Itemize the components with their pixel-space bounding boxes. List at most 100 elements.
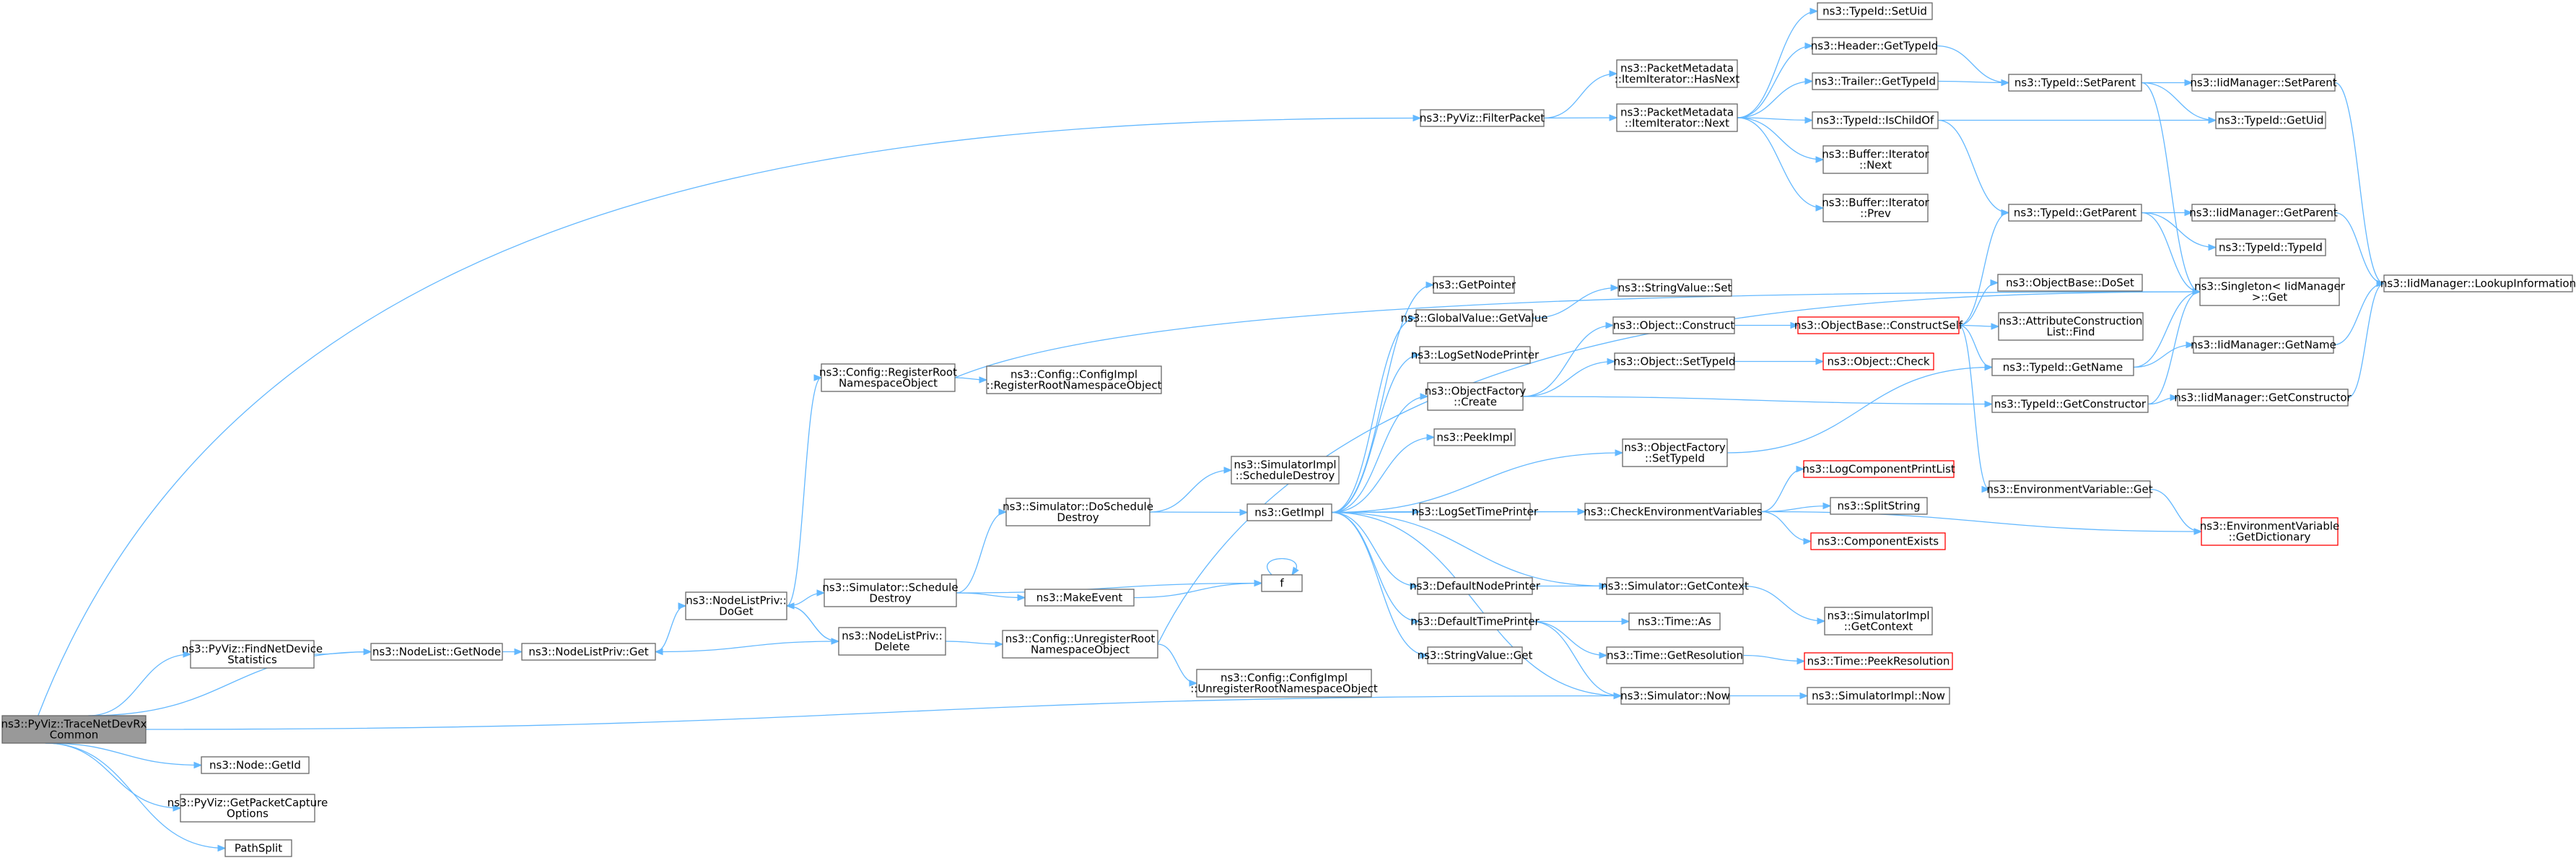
- node-envvar-getdictionary[interactable]: ns3::EnvironmentVariable::GetDictionary: [2200, 517, 2339, 546]
- edge-root-to-pathsplit: [45, 742, 226, 849]
- node-box: [1812, 37, 1937, 55]
- node-defaulttimeprinter[interactable]: ns3::DefaultTimePrinter: [1410, 612, 1540, 630]
- node-config-unregisterroot[interactable]: ns3::Config::UnregisterRootNamespaceObje…: [1002, 630, 1158, 659]
- node-simimpl-scheduledestroy[interactable]: ns3::SimulatorImpl::ScheduleDestroy: [1231, 456, 1340, 485]
- arrowhead: [1609, 114, 1618, 121]
- node-label: ns3::PyViz::FindNetDevice: [182, 643, 323, 656]
- node-iid-setparent[interactable]: ns3::IidManager::SetParent: [2190, 74, 2337, 92]
- edge-pyviz-findnetdev-to-nodelist-getnode: [313, 651, 372, 655]
- node-configimpl-unregisterroot[interactable]: ns3::Config::ConfigImpl::UnregisterRootN…: [1190, 669, 1378, 698]
- node-label: DoGet: [719, 605, 754, 618]
- arrowhead: [173, 805, 182, 812]
- node-iid-getparent[interactable]: ns3::IidManager::GetParent: [2189, 204, 2338, 222]
- edge-pm-next-to-buffer-next: [1737, 117, 1824, 160]
- node-logsettimeprinter[interactable]: ns3::LogSetTimePrinter: [1412, 503, 1539, 521]
- node-simimpl-getcontext[interactable]: ns3::SimulatorImpl::GetContext: [1824, 607, 1933, 636]
- node-buffer-next[interactable]: ns3::Buffer::Iterator::Next: [1822, 145, 1930, 174]
- node-buffer-prev[interactable]: ns3::Buffer::Iterator::Prev: [1822, 194, 1930, 222]
- node-nodelistpriv-get[interactable]: ns3::NodeListPriv::Get: [521, 643, 656, 661]
- node-sim-getcontext[interactable]: ns3::Simulator::GetContext: [1601, 577, 1749, 595]
- node-label: ns3::GlobalValue::GetValue: [1400, 312, 1547, 325]
- node-pm-hasnext[interactable]: ns3::PacketMetadata::ItemIterator::HasNe…: [1615, 59, 1740, 88]
- node-makeevent[interactable]: ns3::MakeEvent: [1024, 589, 1135, 607]
- node-getimpl[interactable]: ns3::GetImpl: [1246, 503, 1332, 521]
- node-time-getresolution[interactable]: ns3::Time::GetResolution: [1606, 646, 1744, 664]
- node-node-getid[interactable]: ns3::Node::GetId: [201, 756, 310, 774]
- arrowhead: [1223, 467, 1233, 474]
- arrowhead: [217, 844, 227, 852]
- node-pathsplit[interactable]: PathSplit: [224, 839, 292, 857]
- node-sim-now[interactable]: ns3::Simulator::Now: [1620, 687, 1730, 705]
- node-object-settypeid[interactable]: ns3::Object::SetTypeId: [1614, 352, 1736, 370]
- arrowhead: [1420, 651, 1429, 659]
- node-box: [1433, 428, 1516, 446]
- node-nodelist-getnode[interactable]: ns3::NodeList::GetNode: [370, 643, 503, 661]
- node-objectbase-constructself[interactable]: ns3::ObjectBase::ConstructSelf: [1794, 316, 1963, 334]
- node-label: ns3::DefaultNodePrinter: [1410, 580, 1541, 593]
- arrowhead: [1609, 70, 1618, 77]
- node-typeid-getconstructor[interactable]: ns3::TypeId::GetConstructor: [1991, 395, 2149, 413]
- node-getpointer[interactable]: ns3::GetPointer: [1432, 276, 1516, 294]
- node-pyviz-filterpacket[interactable]: ns3::PyViz::FilterPacket: [1420, 109, 1545, 127]
- edge-typeid-getname-to-iid-getname: [2133, 344, 2194, 368]
- node-label: ns3::ObjectBase::DoSet: [2006, 277, 2134, 290]
- node-object-check[interactable]: ns3::Object::Check: [1822, 352, 1934, 370]
- node-label: ns3::SimulatorImpl: [1234, 459, 1336, 472]
- node-trailer-gettypeid[interactable]: ns3::Trailer::GetTypeId: [1812, 72, 1939, 90]
- edge-root-to-pyviz-getpacketcapture: [45, 742, 181, 809]
- node-defaultnodeprinter[interactable]: ns3::DefaultNodePrinter: [1410, 577, 1541, 595]
- arrowhead: [1291, 566, 1299, 576]
- node-header-gettypeid[interactable]: ns3::Header::GetTypeId: [1811, 37, 1939, 55]
- node-objectfactory-create[interactable]: ns3::ObjectFactory::Create: [1425, 382, 1527, 411]
- node-typeid-ischildof[interactable]: ns3::TypeId::IsChildOf: [1812, 111, 1939, 129]
- node-singleton-get[interactable]: ns3::Singleton< IidManager>::Get: [2194, 277, 2346, 306]
- node-typeid-getparent[interactable]: ns3::TypeId::GetParent: [2008, 204, 2142, 222]
- node-label: ns3::NodeList::GetNode: [372, 646, 501, 659]
- node-envvar-get[interactable]: ns3::EnvironmentVariable::Get: [1986, 480, 2153, 498]
- node-typeid-setuid[interactable]: ns3::TypeId::SetUid: [1817, 2, 1933, 20]
- node-componentexists[interactable]: ns3::ComponentExists: [1810, 532, 1946, 550]
- node-pm-next[interactable]: ns3::PacketMetadata::ItemIterator::Next: [1616, 103, 1738, 132]
- node-peekimpl[interactable]: ns3::PeekImpl: [1433, 428, 1516, 446]
- node-logsetnodeprinter[interactable]: ns3::LogSetNodePrinter: [1411, 346, 1540, 364]
- node-sim-scheduledestroy[interactable]: ns3::Simulator::ScheduleDestroy: [822, 578, 959, 607]
- node-nodelistpriv-doget[interactable]: ns3::NodeListPriv::DoGet: [685, 591, 787, 620]
- node-configimpl-registerroot[interactable]: ns3::Config::ConfigImpl::RegisterRootNam…: [986, 365, 1162, 394]
- node-stringvalue-set[interactable]: ns3::StringValue::Set: [1617, 279, 1732, 297]
- edge-globalvalue-getvalue-to-stringvalue-set: [1532, 287, 1619, 319]
- node-typeid-typeid[interactable]: ns3::TypeId::TypeId: [2215, 238, 2326, 256]
- arrowhead: [183, 651, 192, 658]
- edge-nodelistpriv-doget-to-config-registerroot: [786, 377, 822, 607]
- node-iid-getname[interactable]: ns3::IidManager::GetName: [2191, 336, 2336, 354]
- node-objectbase-doset[interactable]: ns3::ObjectBase::DoSet: [1997, 274, 2143, 292]
- node-globalvalue-getvalue[interactable]: ns3::GlobalValue::GetValue: [1400, 309, 1548, 327]
- node-typeid-getuid[interactable]: ns3::TypeId::GetUid: [2215, 111, 2326, 129]
- node-checkenvvars[interactable]: ns3::CheckEnvironmentVariables: [1584, 503, 1763, 521]
- node-typeid-setparent[interactable]: ns3::TypeId::SetParent: [2008, 74, 2142, 92]
- arrowhead: [816, 589, 826, 597]
- node-time-as[interactable]: ns3::Time::As: [1628, 612, 1721, 630]
- arrowhead: [2170, 394, 2179, 402]
- node-box: [1988, 480, 2151, 498]
- node-iid-getconstructor[interactable]: ns3::IidManager::GetConstructor: [2174, 389, 2352, 407]
- node-config-registerroot[interactable]: ns3::Config::RegisterRootNamespaceObject: [819, 363, 957, 392]
- node-logcomponentprintlist[interactable]: ns3::LogComponentPrintList: [1802, 460, 1955, 478]
- node-typeid-getname[interactable]: ns3::TypeId::GetName: [1991, 358, 2134, 376]
- node-object-construct[interactable]: ns3::Object::Construct: [1612, 316, 1735, 334]
- node-iid-lookupinformation[interactable]: ns3::IidManager::LookupInformation: [2380, 274, 2576, 292]
- node-label: ns3::Config::UnregisterRoot: [1005, 633, 1156, 646]
- node-stringvalue-get[interactable]: ns3::StringValue::Get: [1418, 646, 1533, 664]
- node-nodelistpriv-delete[interactable]: ns3::NodeListPriv::Delete: [838, 627, 946, 656]
- node-simimpl-now[interactable]: ns3::SimulatorImpl::Now: [1807, 687, 1950, 705]
- node-f[interactable]: f: [1261, 574, 1303, 592]
- node-objectfactory-settypeid[interactable]: ns3::ObjectFactory::SetTypeId: [1622, 438, 1728, 467]
- node-time-peekresolution[interactable]: ns3::Time::PeekResolution: [1804, 652, 1953, 670]
- edge-checkenvvars-to-componentexists: [1760, 511, 1812, 542]
- node-splitstring[interactable]: ns3::SplitString: [1830, 497, 1928, 515]
